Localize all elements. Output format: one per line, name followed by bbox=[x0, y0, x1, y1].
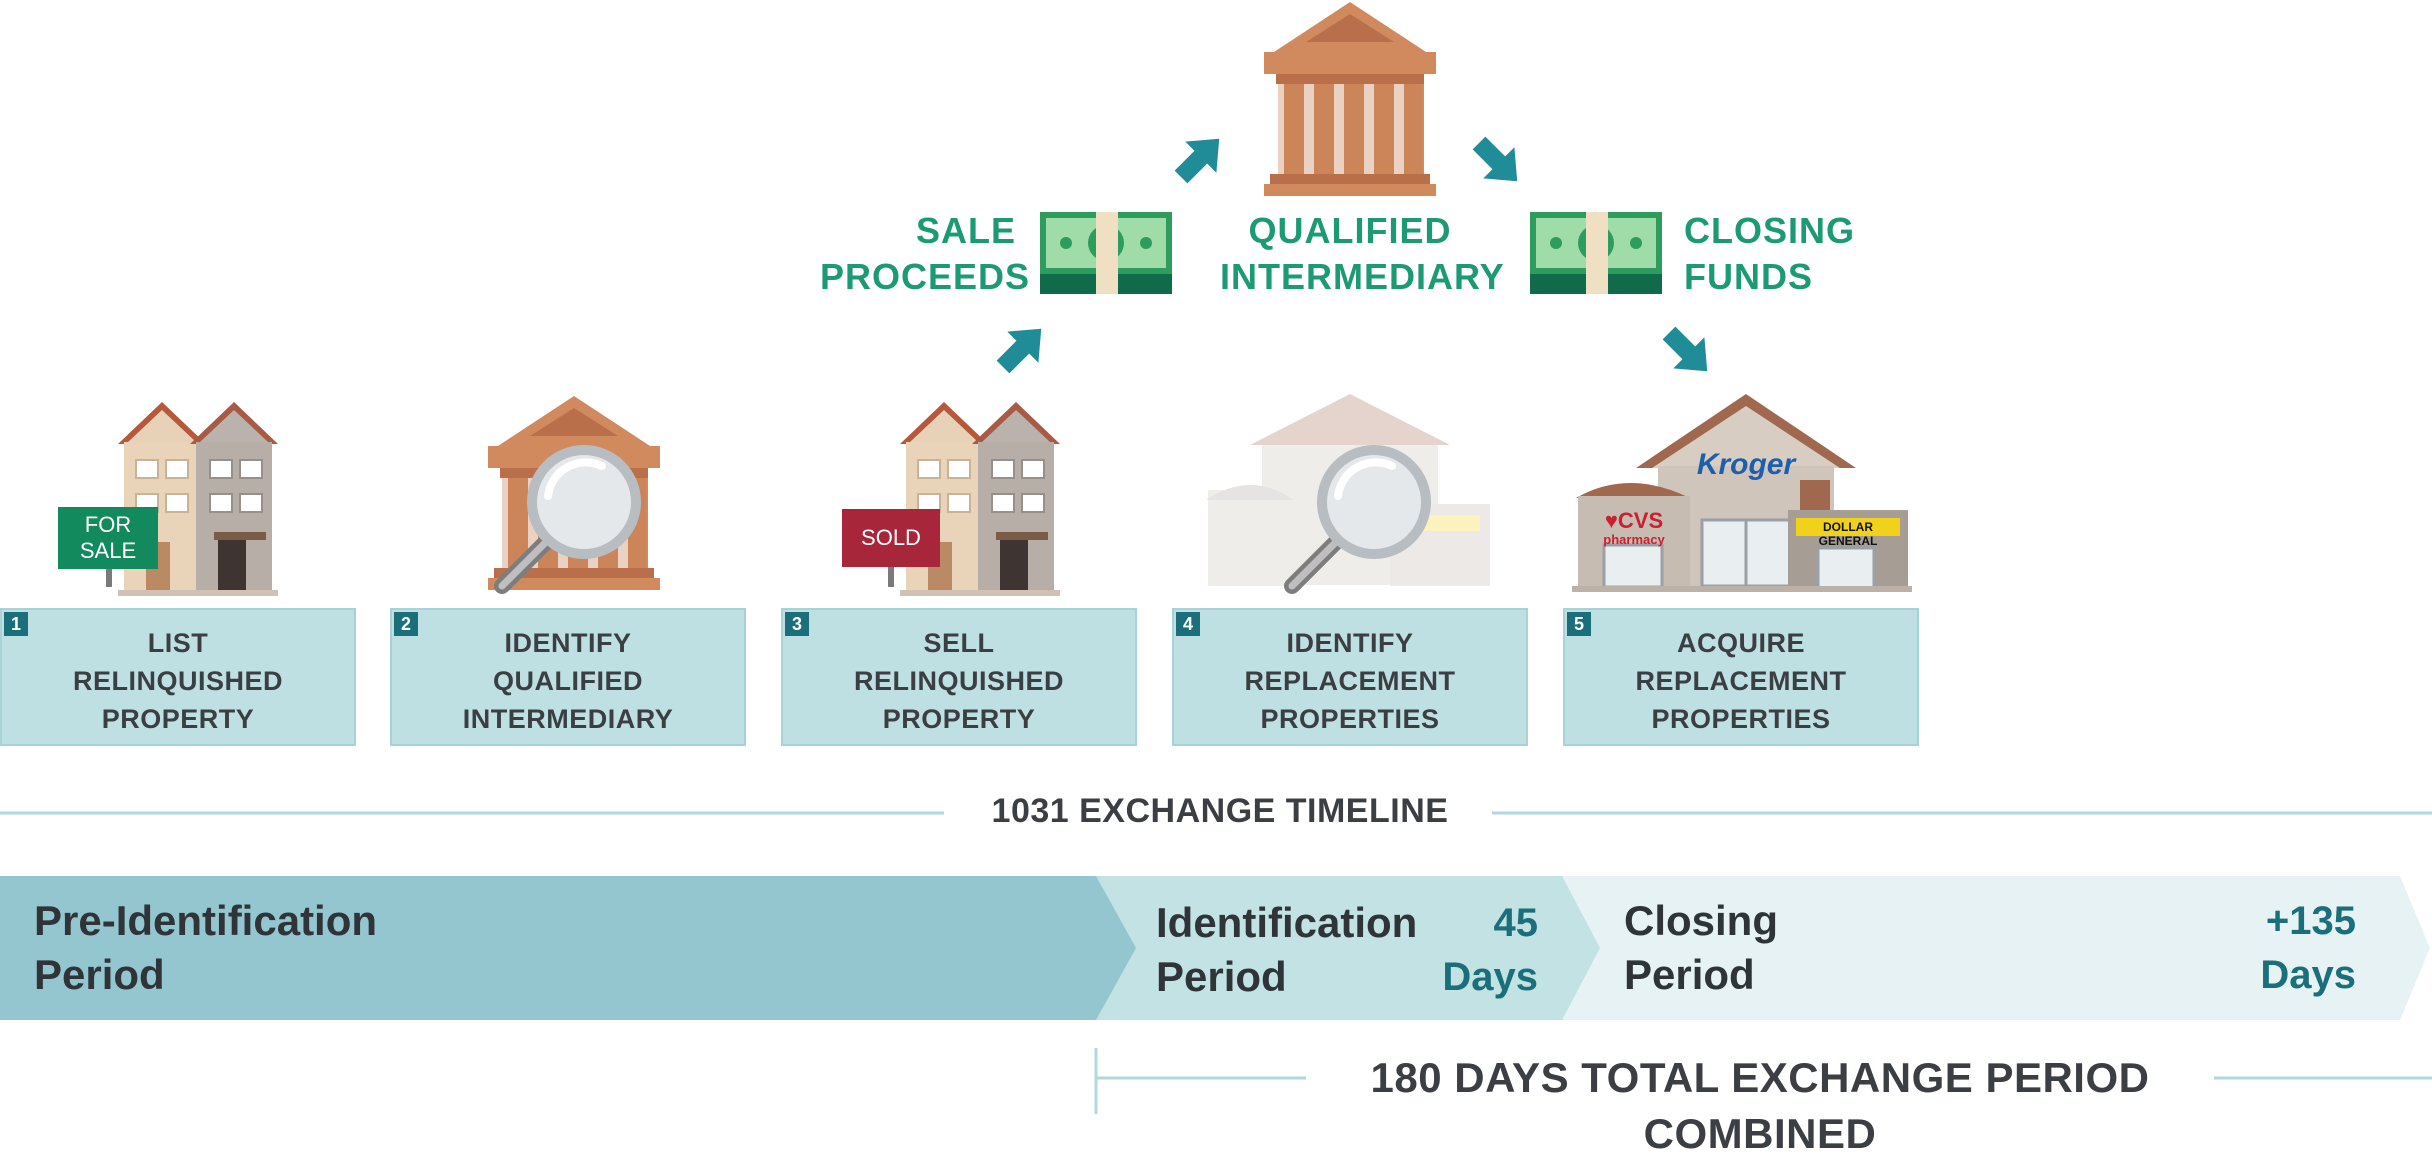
phase-pre-identification-name: Pre-Identification Period bbox=[34, 897, 378, 998]
step-2-number: 2 bbox=[394, 612, 418, 636]
sold-sign-icon bbox=[842, 509, 940, 587]
step-4-label: IDENTIFY REPLACEMENT PROPERTIES bbox=[1244, 628, 1456, 734]
timeline-title: 1031 EXCHANGE TIMELINE bbox=[991, 792, 1449, 830]
step-2-box: 2 IDENTIFY QUALIFIED INTERMEDIARY bbox=[390, 608, 746, 746]
step-1-box: 1 LIST RELINQUISHED PROPERTY bbox=[0, 608, 356, 746]
arrow-down-right-icon bbox=[1463, 127, 1533, 197]
retail-storefront-icon bbox=[1572, 394, 1912, 592]
total-exchange-period-label: 180 DAYS TOTAL EXCHANGE PERIOD COMBINED bbox=[1370, 1054, 2150, 1157]
step-4-box: 4 IDENTIFY REPLACEMENT PROPERTIES bbox=[1172, 608, 1528, 746]
sold-sign-text: SOLD bbox=[861, 525, 921, 550]
money-icon bbox=[1530, 212, 1662, 294]
phase-closing-shape bbox=[1562, 876, 2430, 1020]
for-sale-sign-icon bbox=[58, 507, 158, 587]
closing-funds-label: CLOSING FUNDS bbox=[1684, 210, 1856, 297]
phase-identification-shape bbox=[1096, 876, 1600, 1020]
sale-proceeds-label: SALE PROCEEDS bbox=[820, 210, 1031, 297]
money-icon bbox=[1040, 212, 1172, 294]
phase-closing-days: +135 Days bbox=[2260, 899, 2356, 997]
arrow-up-right-icon bbox=[987, 313, 1057, 383]
step-2-label: IDENTIFY QUALIFIED INTERMEDIARY bbox=[462, 628, 674, 734]
arrow-down-right-icon bbox=[1653, 317, 1723, 387]
cvs-pharmacy-text: pharmacy bbox=[1603, 532, 1665, 547]
step-5-number: 5 bbox=[1567, 612, 1591, 636]
phase-identification-name: Identification Period bbox=[1156, 899, 1418, 1000]
cvs-logo-text: ♥CVS bbox=[1604, 508, 1664, 533]
phase-closing-name: Closing Period bbox=[1624, 897, 1778, 998]
bank-icon bbox=[1264, 2, 1436, 196]
step-1-label: LIST RELINQUISHED PROPERTY bbox=[72, 628, 284, 734]
step-4-number: 4 bbox=[1176, 612, 1200, 636]
step-3-box: 3 SELL RELINQUISHED PROPERTY bbox=[781, 608, 1137, 746]
arrow-up-right-icon bbox=[1165, 123, 1235, 193]
phase-pre-identification-shape bbox=[0, 876, 1136, 1020]
step-1-number: 1 bbox=[4, 612, 28, 636]
qualified-intermediary-label: QUALIFIED INTERMEDIARY bbox=[1220, 210, 1505, 297]
step-5-label: ACQUIRE REPLACEMENT PROPERTIES bbox=[1635, 628, 1847, 734]
step-3-number: 3 bbox=[785, 612, 809, 636]
diagram-graphics bbox=[0, 2, 2432, 1114]
dollar-general-logo-text: DOLLAR GENERAL bbox=[1818, 520, 1878, 548]
phase-identification-days: 45 Days bbox=[1442, 901, 1538, 999]
for-sale-sign-text: FOR SALE bbox=[79, 512, 137, 563]
kroger-logo-text: Kroger bbox=[1696, 448, 1796, 481]
step-5-box: 5 ACQUIRE REPLACEMENT PROPERTIES bbox=[1563, 608, 1919, 746]
step-3-label: SELL RELINQUISHED PROPERTY bbox=[853, 628, 1065, 734]
